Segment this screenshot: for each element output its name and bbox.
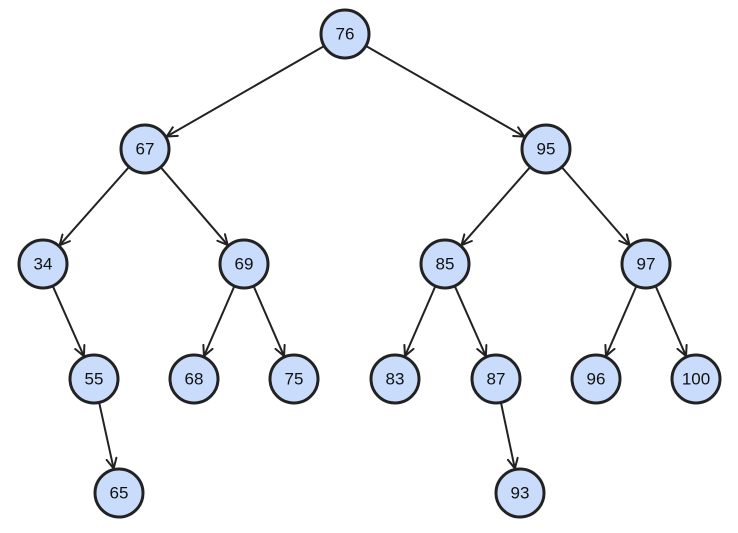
node-circle	[369, 353, 421, 405]
node-label: 68	[185, 370, 204, 389]
node-circle	[670, 353, 722, 405]
node-label: 34	[34, 255, 53, 274]
node-circle	[268, 353, 320, 405]
tree-node-85: 85	[419, 238, 471, 290]
node-circle	[168, 353, 220, 405]
node-label: 87	[487, 370, 506, 389]
edge-arrow-67-34	[60, 166, 130, 245]
tree-node-97: 97	[620, 238, 672, 290]
node-label: 75	[285, 370, 304, 389]
node-label: 76	[336, 25, 355, 44]
node-label: 55	[85, 370, 104, 389]
tree-node-95: 95	[520, 123, 572, 175]
node-circle	[570, 353, 622, 405]
nodes-layer: 76 67 95 34 69 85 97 55 68 75 83 87 96 100 65 93	[17, 8, 722, 519]
edge-arrow-34-55	[51, 285, 84, 356]
node-circle	[494, 467, 546, 519]
node-circle	[620, 238, 672, 290]
node-circle	[520, 123, 572, 175]
tree-node-96: 96	[570, 353, 622, 405]
node-circle	[119, 123, 171, 175]
tree-node-100: 100	[670, 353, 722, 405]
node-circle	[470, 353, 522, 405]
edge-arrow-69-75	[252, 285, 284, 356]
edge-arrow-55-65	[98, 402, 114, 468]
node-label: 93	[511, 484, 530, 503]
tree-node-83: 83	[369, 353, 421, 405]
tree-node-65: 65	[93, 467, 145, 519]
edge-arrow-87-93	[499, 402, 515, 468]
node-circle	[218, 238, 270, 290]
node-label: 95	[537, 140, 556, 159]
tree-node-75: 75	[268, 353, 320, 405]
edge-arrow-76-67	[167, 45, 325, 137]
edge-arrow-85-87	[453, 285, 486, 356]
edges-layer	[51, 45, 686, 469]
node-circle	[93, 467, 145, 519]
edge-arrow-95-97	[560, 166, 630, 245]
edge-arrow-67-69	[159, 166, 228, 245]
tree-node-55: 55	[68, 353, 120, 405]
node-label: 83	[386, 370, 405, 389]
node-circle	[419, 238, 471, 290]
node-label: 100	[682, 370, 710, 389]
node-circle	[68, 353, 120, 405]
edge-arrow-76-95	[365, 45, 524, 137]
tree-node-69: 69	[218, 238, 270, 290]
node-circle	[17, 238, 69, 290]
node-label: 69	[235, 255, 254, 274]
tree-node-34: 34	[17, 238, 69, 290]
tree-node-68: 68	[168, 353, 220, 405]
edge-arrow-95-85	[461, 166, 531, 245]
node-label: 65	[110, 484, 129, 503]
tree-node-93: 93	[494, 467, 546, 519]
tree-node-67: 67	[119, 123, 171, 175]
edge-arrow-69-68	[204, 285, 236, 356]
node-label: 96	[587, 370, 606, 389]
tree-node-76: 76	[319, 8, 371, 60]
edge-arrow-85-83	[405, 285, 437, 356]
tree-node-87: 87	[470, 353, 522, 405]
edge-arrow-97-96	[606, 285, 638, 356]
node-circle	[319, 8, 371, 60]
node-label: 85	[436, 255, 455, 274]
node-label: 97	[637, 255, 656, 274]
edge-arrow-97-100	[654, 285, 686, 356]
node-label: 67	[136, 140, 155, 159]
